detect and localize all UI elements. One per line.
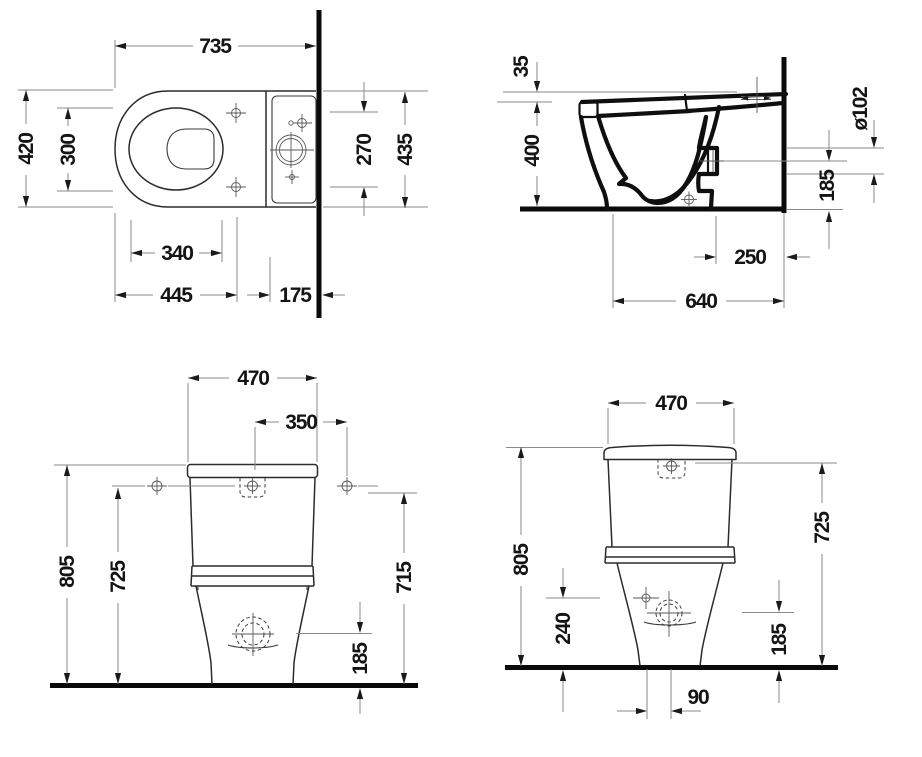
dim-label-725-rear: 725 bbox=[811, 511, 834, 544]
side-extension-lines bbox=[497, 91, 884, 308]
dim-label-400: 400 bbox=[521, 135, 544, 167]
toilet-profile bbox=[578, 91, 789, 211]
side-view: 35 400 ø102 185 250 640 bbox=[497, 55, 884, 313]
dim-label-725-front: 725 bbox=[107, 560, 130, 593]
flush-button-mark bbox=[657, 458, 686, 479]
dim-label-470-rear: 470 bbox=[655, 392, 687, 415]
dim-label-175: 175 bbox=[279, 284, 312, 307]
rear-extension-lines bbox=[506, 408, 837, 719]
dim-label-470-front: 470 bbox=[237, 367, 269, 390]
dim-label-340: 340 bbox=[161, 242, 193, 265]
rear-dimension-lines bbox=[520, 402, 823, 712]
flush-valve-crosshair bbox=[270, 132, 314, 168]
dim-label-35: 35 bbox=[510, 55, 533, 77]
seat-hole-crosshair-bottom bbox=[226, 177, 246, 197]
trapway-contour bbox=[643, 621, 697, 626]
water-area bbox=[166, 128, 215, 170]
dim-label-250: 250 bbox=[734, 246, 766, 269]
rear-view: 470 805 240 725 185 90 bbox=[505, 392, 838, 719]
outlet-mark bbox=[647, 591, 691, 637]
dim-label-715: 715 bbox=[393, 561, 416, 594]
front-view: 470 350 805 725 715 185 bbox=[50, 367, 418, 714]
dim-label-640: 640 bbox=[685, 290, 717, 313]
dim-label-445: 445 bbox=[160, 284, 193, 307]
outlet-crosshair bbox=[700, 150, 726, 172]
dim-label-90: 90 bbox=[688, 686, 709, 709]
dim-label-735: 735 bbox=[199, 35, 232, 58]
outlet-mark bbox=[232, 613, 274, 656]
fixing-point-crosshair bbox=[285, 170, 299, 184]
dim-label-805-front: 805 bbox=[56, 555, 79, 588]
dim-label-102: ø102 bbox=[849, 87, 872, 131]
dim-label-270: 270 bbox=[353, 134, 376, 166]
toilet-rear-outline bbox=[603, 444, 737, 667]
flush-button-mark bbox=[239, 478, 266, 498]
dim-label-420: 420 bbox=[15, 133, 38, 165]
tank-inner-outline bbox=[271, 95, 317, 204]
plan-extension-lines bbox=[18, 40, 428, 302]
front-extension-lines bbox=[54, 383, 417, 634]
dim-label-350: 350 bbox=[285, 411, 317, 434]
dim-label-185-front: 185 bbox=[349, 642, 372, 675]
bowl-rim bbox=[128, 107, 224, 191]
supply-hole-crosshair bbox=[288, 114, 312, 132]
dim-label-435: 435 bbox=[394, 133, 417, 166]
bowl-outline bbox=[114, 90, 266, 208]
seat-hole-crosshair-top bbox=[226, 103, 246, 123]
plan-view: 735 420 300 340 445 175 270 435 bbox=[15, 10, 428, 318]
connection-crosshair-right bbox=[337, 477, 357, 495]
toilet-front-outline bbox=[186, 463, 319, 685]
hinge-detail bbox=[741, 77, 771, 113]
dim-label-185-side: 185 bbox=[816, 169, 839, 202]
connection-crosshair bbox=[633, 587, 659, 609]
dim-label-300: 300 bbox=[57, 134, 80, 166]
cistern-lid bbox=[186, 463, 319, 479]
connection-crosshair-left bbox=[147, 477, 167, 495]
seat-bumper bbox=[578, 100, 599, 119]
floor-fixing-crosshair bbox=[681, 191, 697, 208]
dim-label-240: 240 bbox=[552, 613, 575, 645]
dim-label-185-rear: 185 bbox=[768, 623, 791, 656]
dim-label-805-rear: 805 bbox=[510, 543, 533, 576]
